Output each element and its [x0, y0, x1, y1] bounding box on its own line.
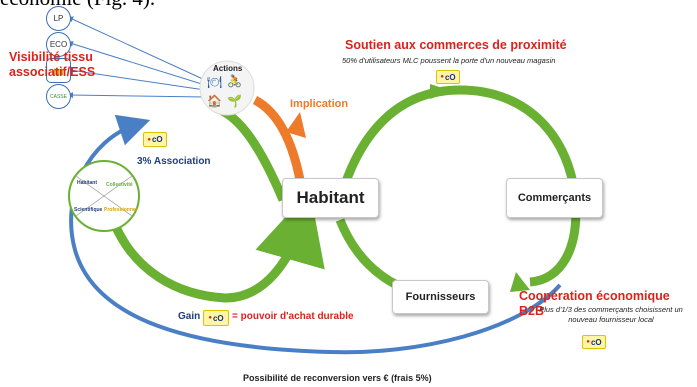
coin-label: cO: [212, 313, 224, 323]
commercants-box: Commerçants: [506, 178, 603, 218]
logo-icon: ECO: [46, 32, 71, 57]
coin-badge: ●cO: [582, 335, 606, 349]
leaf-icon: CASSE: [46, 84, 71, 109]
reconversion-label: Possibilité de reconversion vers € (frai…: [243, 373, 432, 383]
side-icon-label: LP: [53, 14, 64, 23]
coin-label: cO: [151, 135, 163, 144]
pouvoir-label: = pouvoir d'achat durable: [232, 311, 354, 322]
habitant-box: Habitant: [282, 178, 379, 218]
quadrant-label: Collectivité: [106, 182, 133, 188]
green-arrowhead-top: [430, 84, 452, 99]
coin-badge: ●cO: [203, 310, 229, 326]
shop-icon: m: [46, 58, 71, 83]
coin-badge: ●cO: [436, 70, 460, 84]
right-green-loop: [335, 85, 581, 287]
side-icon-label: m: [53, 63, 64, 78]
fournisseurs-box: Fournisseurs: [392, 280, 489, 314]
coin-label: cO: [590, 337, 602, 347]
left-green-loop-bottom: [110, 190, 325, 303]
left-green-loop: [213, 103, 288, 202]
actions-circle: [199, 60, 255, 116]
soutien-title: Soutien aux commerces de proximité: [345, 38, 567, 52]
quadrant-label: Scientifique: [74, 207, 103, 213]
cooperation-subtitle: Plus d'1/3 des commerçants choisissent u…: [539, 305, 683, 324]
bicycle-icon: 🚴: [227, 74, 242, 88]
association-label: 3% Association: [137, 156, 211, 167]
visibilite-title: Visibilité tissu associatif/ESS: [9, 50, 96, 79]
soutien-subtitle: 50% d'utilisateurs MLC poussent la porte…: [342, 56, 556, 65]
dining-icon: 🍽: [207, 75, 223, 89]
cooperation-title: Coopération économique B2B: [519, 289, 670, 318]
implication-arc: [252, 96, 305, 181]
actions-label: Actions: [213, 64, 243, 73]
implication-arrowhead: [286, 112, 306, 138]
plant-icon: 🌱: [227, 94, 242, 108]
house-icon: 🏠: [207, 94, 222, 108]
coin-label: cO: [444, 72, 456, 82]
side-icon-label: CASSE: [50, 93, 67, 100]
logo-icon: LP: [46, 6, 71, 31]
quadrant-label: Habitant: [77, 180, 97, 186]
green-arrowhead-right: [510, 272, 530, 292]
side-icon-label: ECO: [49, 40, 68, 49]
implication-label: Implication: [290, 98, 349, 110]
coin-badge: ●cO: [143, 132, 167, 147]
quadrant-label: Professionnel: [104, 207, 138, 213]
gain-label: Gain: [178, 311, 201, 322]
header-text: économie (Fig. 4).: [0, 0, 155, 11]
